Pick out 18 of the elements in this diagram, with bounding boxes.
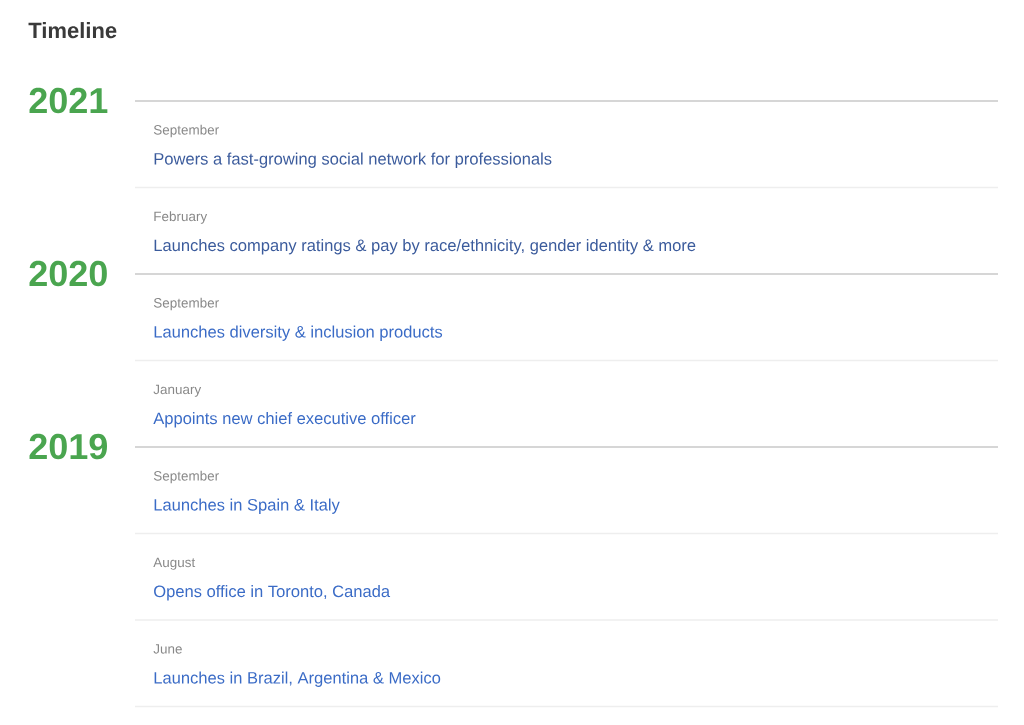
month-label: February <box>154 211 208 224</box>
year-label: 2021 <box>29 87 108 114</box>
heading: Timeline <box>28 22 117 39</box>
event-title: Launches company ratings & pay by race/ethnicity, gender identity & more <box>154 239 696 255</box>
month-label: August <box>153 557 196 570</box>
month-label: January <box>153 384 202 397</box>
event-title: Launches diversity & inclusion products <box>154 325 443 341</box>
month-label: September <box>153 124 219 138</box>
year-label: 2019 <box>29 433 107 460</box>
event-title: Launches in Brazil, Argentina & Mexico <box>154 671 441 687</box>
month-label: June <box>153 644 182 654</box>
month-label: September <box>153 297 219 311</box>
event-title: Powers a fast-growing social network for professionals <box>154 152 552 168</box>
event-title: Appoints new chief executive officer <box>153 412 416 428</box>
year-label: 2020 <box>29 260 107 287</box>
event-title: Opens office in Toronto, Canada <box>154 585 391 601</box>
month-label: September <box>153 470 219 484</box>
event-title: Launches in Spain & Italy <box>154 498 340 514</box>
